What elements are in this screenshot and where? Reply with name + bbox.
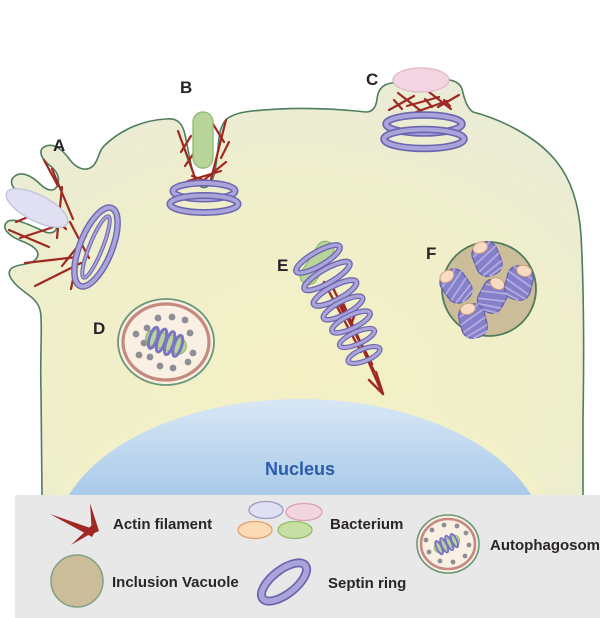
septin-rings-c — [380, 111, 468, 153]
legend-label-bacterium: Bacterium — [330, 516, 403, 533]
process-d-autophagosome: D — [93, 298, 215, 386]
legend-label-septin-ring: Septin ring — [328, 575, 406, 592]
bacterium-green-b — [192, 111, 214, 169]
legend: Actin filament Bacterium Autophagosome I… — [15, 495, 600, 618]
nucleus-label: Nucleus — [265, 459, 335, 479]
label-a: A — [53, 136, 65, 155]
label-d: D — [93, 319, 105, 338]
inclusion-vacuole-icon — [50, 554, 104, 608]
autophagosome-icon — [416, 514, 480, 574]
label-c: C — [366, 70, 378, 89]
bacterium-lavender-a — [5, 188, 69, 228]
legend-label-autophagosome: Autophagosome — [490, 537, 600, 554]
bacterium-icon — [237, 500, 323, 540]
legend-label-inclusion-vacuole: Inclusion Vacuole — [112, 574, 239, 591]
septin-cage-a — [71, 204, 121, 290]
actin-filament-icon — [50, 503, 99, 545]
septin-rings-b — [166, 179, 242, 216]
label-e: E — [277, 256, 288, 275]
actin-filaments-c — [387, 90, 461, 114]
process-e-actin-comet-tail: E — [277, 240, 385, 396]
process-b-invagination-entry: B — [166, 78, 242, 216]
process-f-inclusion-vacuole: F — [426, 236, 537, 342]
bacterium-pink-c — [392, 67, 450, 93]
process-a-membrane-ruffling: A — [5, 136, 121, 291]
septin-ring-icon — [256, 558, 312, 606]
ribosome-dots-d — [132, 313, 197, 372]
process-c-pedestal: C — [366, 67, 468, 153]
autophagosome-inner-membrane — [121, 302, 211, 382]
label-b: B — [180, 78, 192, 97]
septin-collars-e — [293, 242, 383, 367]
legend-label-actin-filament: Actin filament — [113, 516, 212, 533]
label-f: F — [426, 244, 436, 263]
